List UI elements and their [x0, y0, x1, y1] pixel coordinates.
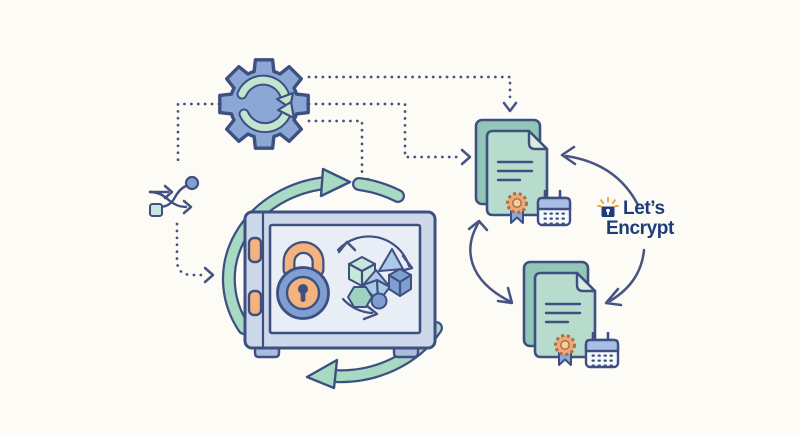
- dotted-connector-gear-to-cert-left: [307, 102, 472, 166]
- padlock-icon: [276, 241, 330, 320]
- dotted-connector-branch-to-vault: [175, 222, 215, 284]
- certificate-top: [474, 118, 572, 227]
- lets-encrypt-padlock-icon: [597, 197, 619, 217]
- dotted-connector-gear-to-branch: [176, 102, 221, 168]
- curved-arrow-between-certificates: [467, 219, 514, 305]
- curved-arrow-letsencrypt-to-cert-top: [560, 145, 640, 207]
- circular-renewal-arrows-icon: [221, 167, 443, 390]
- dotted-connector-gear-to-cert-top: [307, 75, 518, 113]
- lets-encrypt-logo-line1: Let’s: [623, 197, 665, 219]
- safe-vault-icon: [243, 210, 437, 359]
- branch-route-icon: [148, 175, 200, 217]
- certificate-bottom: [522, 260, 620, 369]
- curved-arrow-letsencrypt-to-cert-bottom: [604, 248, 646, 307]
- gear-sync-icon: [218, 58, 310, 150]
- lets-encrypt-logo: Let’s Encrypt: [597, 197, 674, 239]
- lets-encrypt-logo-line2: Encrypt: [606, 218, 674, 239]
- encrypted-data-shapes-icon: [336, 235, 414, 321]
